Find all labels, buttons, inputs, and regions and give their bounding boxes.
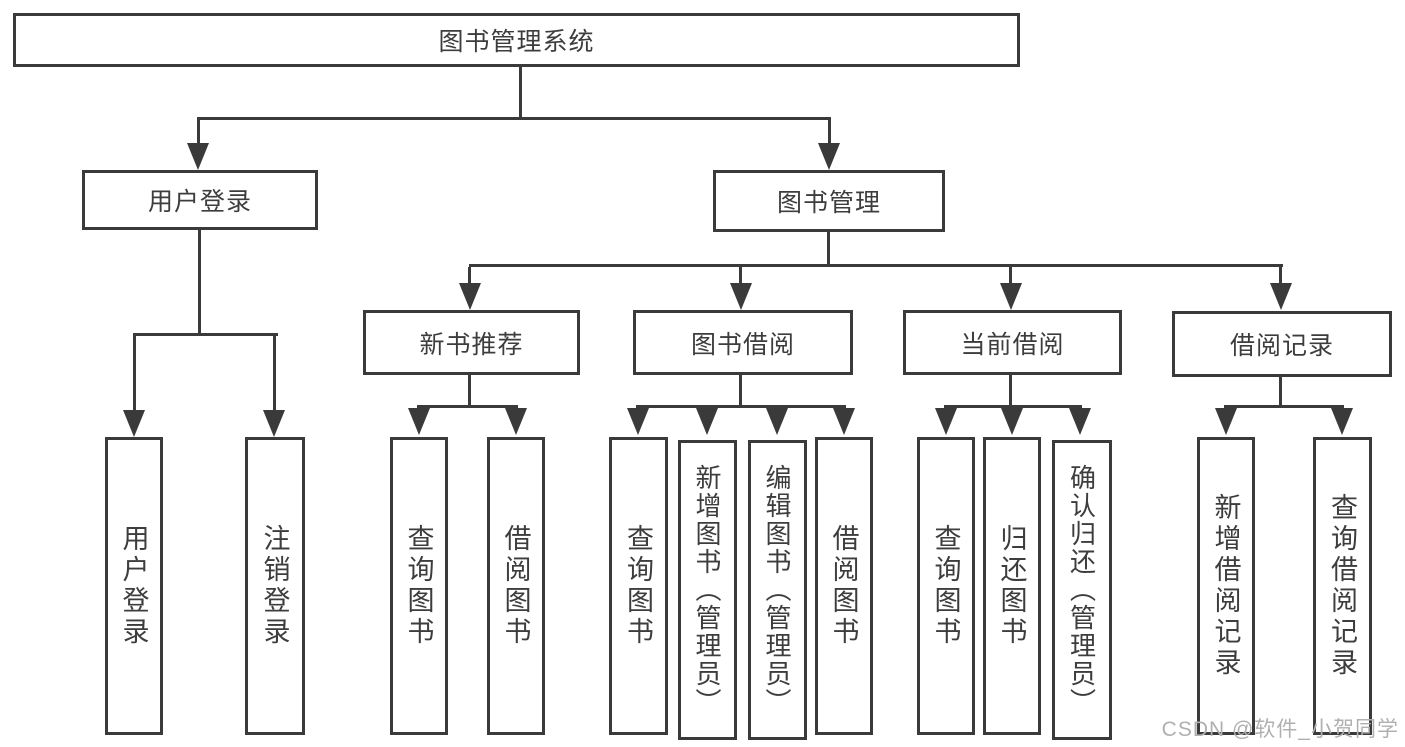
line-v (739, 267, 742, 285)
node-user-login-label: 用户登录 (147, 188, 252, 216)
line-h (133, 333, 278, 336)
arrow-down-icon (1069, 408, 1091, 435)
line-v (468, 267, 471, 285)
line-v (827, 232, 830, 266)
arrow-down-icon (1270, 283, 1292, 310)
line-v (133, 336, 136, 412)
line-v (197, 120, 200, 145)
arrow-down-icon (1331, 408, 1353, 435)
arrow-down-icon (696, 408, 718, 435)
node-new-book-recommend-label: 新书推荐 (419, 330, 524, 359)
line-v (1009, 375, 1012, 408)
line-v (519, 67, 522, 119)
line-v (273, 336, 276, 412)
arrow-down-icon (505, 408, 527, 435)
node-current-borrow: 当前借阅 (903, 310, 1122, 375)
node-library-system-label: 图书管理系统 (438, 28, 595, 56)
node-book-borrow-label: 图书借阅 (690, 330, 795, 359)
csdn-watermark: CSDN @软件_小贺同学 (1161, 718, 1399, 741)
line-v (1279, 377, 1282, 408)
arrow-down-icon (459, 283, 481, 310)
leaf-borrow-books-label: 借阅图书 (828, 524, 859, 648)
arrow-down-icon (408, 408, 430, 435)
arrow-down-icon (766, 408, 788, 435)
arrow-down-icon (263, 410, 285, 437)
arrow-down-icon (187, 143, 209, 170)
arrow-down-icon (1215, 408, 1237, 435)
leaf-confirm-return-admin-label: 确认归还（管理员） (1066, 464, 1097, 716)
node-current-borrow-label: 当前借阅 (960, 330, 1065, 359)
arrow-down-icon (1000, 283, 1022, 310)
leaf-query-borrow-record-label: 查询借阅记录 (1327, 493, 1357, 679)
arrow-down-icon (730, 283, 752, 310)
line-h (1224, 405, 1344, 408)
leaf-edit-book-admin-label: 编辑图书（管理员） (762, 464, 792, 716)
arrow-down-icon (627, 408, 649, 435)
node-library-system: 图书管理系统 (13, 13, 1020, 67)
leaf-add-borrow-record: 新增借阅记录 (1197, 437, 1255, 735)
leaf-borrow-books-recommend-label: 借阅图书 (500, 524, 531, 648)
leaf-borrow-books: 借阅图书 (815, 437, 873, 735)
leaf-borrow-books-recommend: 借阅图书 (487, 437, 545, 735)
leaf-user-login: 用户登录 (105, 437, 163, 735)
leaf-add-book-admin: 新增图书（管理员） (678, 440, 737, 740)
node-borrow-records: 借阅记录 (1172, 311, 1392, 377)
leaf-confirm-return-admin: 确认归还（管理员） (1052, 440, 1112, 740)
node-new-book-recommend: 新书推荐 (363, 310, 580, 375)
line-h (469, 264, 1283, 267)
leaf-logout-login-label: 注销登录 (259, 524, 290, 648)
leaf-query-books-borrow: 查询图书 (609, 437, 668, 735)
leaf-return-books-label: 归还图书 (996, 524, 1027, 648)
leaf-query-books-current-label: 查询图书 (930, 524, 961, 648)
line-v (198, 230, 201, 336)
line-h (197, 117, 831, 120)
leaf-return-books: 归还图书 (983, 437, 1041, 735)
node-book-management-label: 图书管理 (776, 189, 881, 217)
node-book-borrow: 图书借阅 (633, 310, 853, 375)
leaf-add-book-admin-label: 新增图书（管理员） (692, 464, 722, 716)
leaf-query-books-recommend: 查询图书 (390, 437, 448, 735)
line-v (1279, 267, 1282, 285)
node-book-management: 图书管理 (713, 170, 945, 232)
line-v (739, 375, 742, 408)
arrow-down-icon (935, 408, 957, 435)
leaf-edit-book-admin: 编辑图书（管理员） (748, 440, 807, 740)
line-h (636, 405, 846, 408)
arrow-down-icon (123, 410, 145, 437)
leaf-user-login-label: 用户登录 (118, 524, 149, 648)
leaf-logout-login: 注销登录 (245, 437, 305, 735)
line-h (944, 405, 1082, 408)
leaf-query-borrow-record: 查询借阅记录 (1313, 437, 1372, 735)
line-h (417, 405, 518, 408)
node-borrow-records-label: 借阅记录 (1229, 332, 1334, 360)
leaf-query-books-recommend-label: 查询图书 (403, 524, 434, 648)
node-user-login: 用户登录 (82, 170, 318, 230)
leaf-add-borrow-record-label: 新增借阅记录 (1210, 493, 1241, 679)
arrow-down-icon (1001, 408, 1023, 435)
arrow-down-icon (818, 143, 840, 170)
line-v (828, 120, 831, 145)
leaf-query-books-borrow-label: 查询图书 (623, 524, 653, 648)
line-v (468, 375, 471, 408)
arrow-down-icon (833, 408, 855, 435)
line-v (1009, 267, 1012, 285)
leaf-query-books-current: 查询图书 (917, 437, 975, 735)
